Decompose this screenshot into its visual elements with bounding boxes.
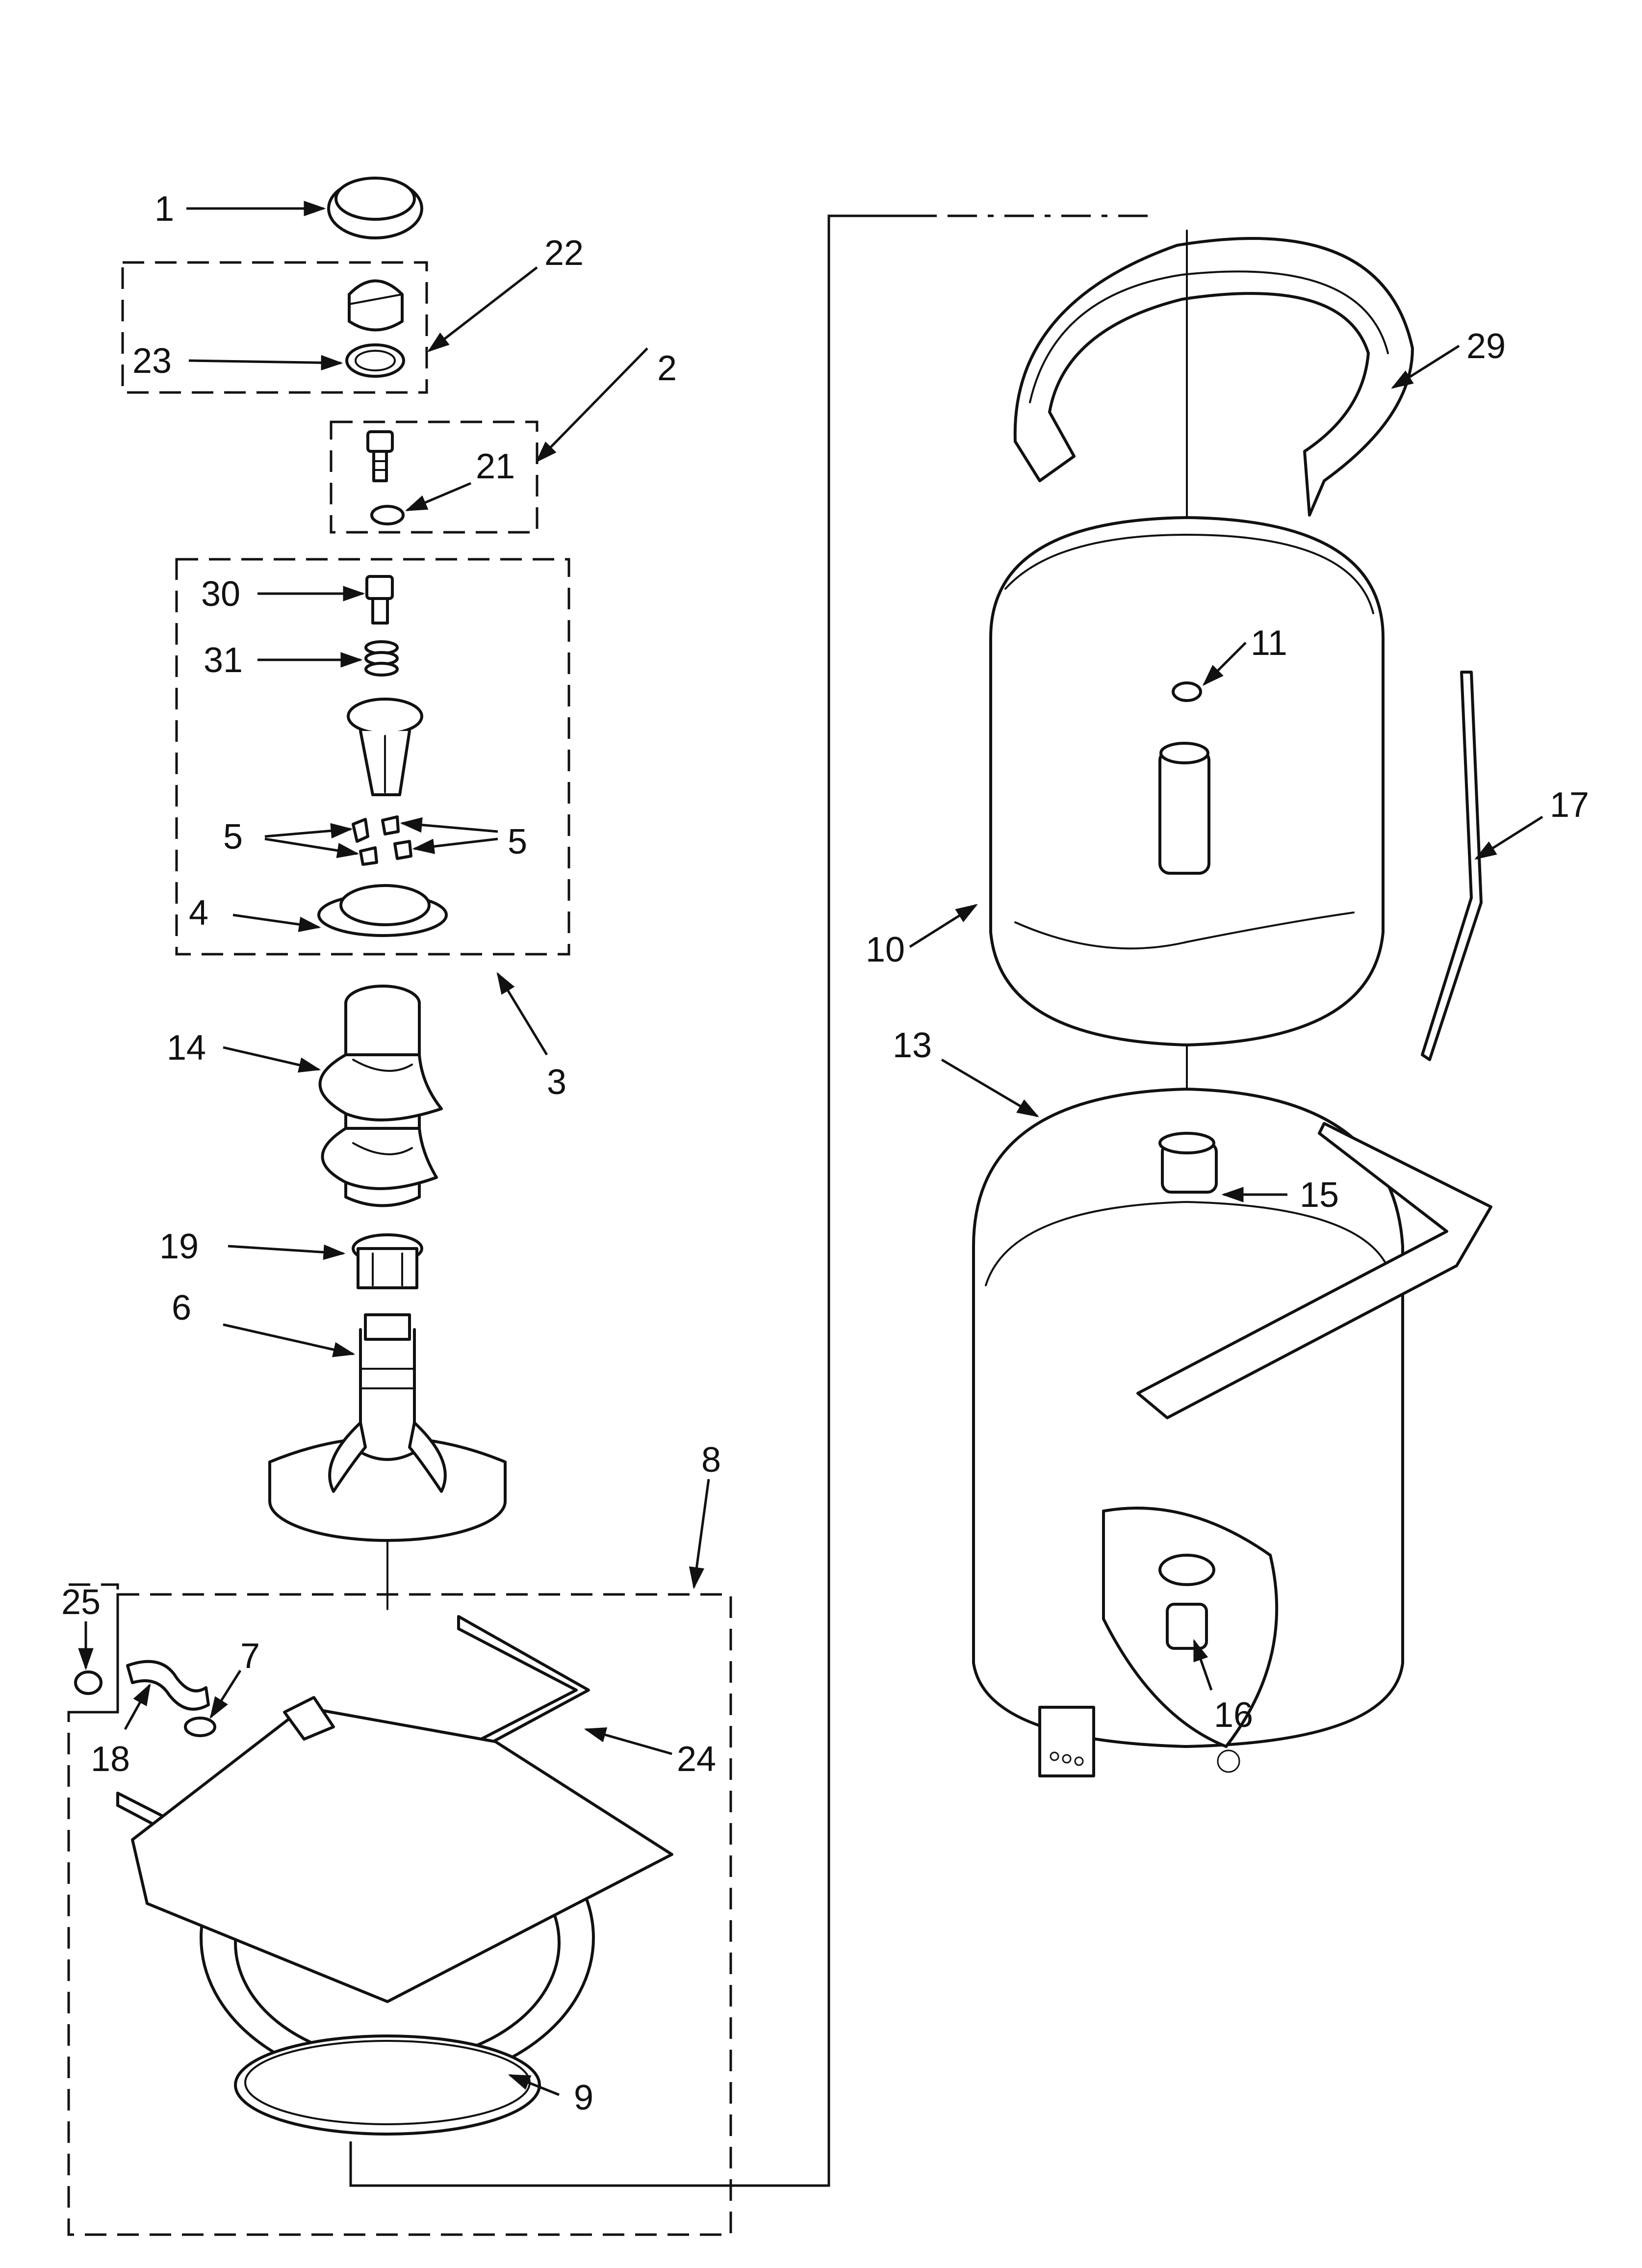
part-9-tub-base — [131, 1696, 673, 2136]
leader-10 — [909, 904, 978, 948]
leader-14 — [223, 1046, 321, 1073]
callout-22: 22 — [544, 234, 584, 273]
callout-15: 15 — [1300, 1175, 1339, 1215]
leader-18 — [124, 1683, 151, 1730]
part-14-auger — [318, 985, 443, 1207]
callout-17: 17 — [1550, 785, 1589, 825]
callout-29: 29 — [1466, 327, 1506, 366]
callout-21: 21 — [476, 447, 515, 486]
callout-23: 23 — [132, 341, 172, 381]
callout-14: 14 — [167, 1028, 206, 1068]
leader-21 — [405, 482, 471, 512]
callout-10: 10 — [866, 930, 905, 969]
callout-13: 13 — [893, 1026, 932, 1065]
leader-4 — [232, 913, 321, 932]
part-22-cap-insert — [348, 279, 404, 332]
leader-5-left-b — [264, 837, 359, 859]
callout-31: 31 — [204, 641, 243, 680]
group-box-3 — [175, 558, 570, 956]
callout-2: 2 — [657, 349, 677, 388]
callout-8: 8 — [701, 1440, 721, 1480]
callout-5-left: 5 — [223, 817, 243, 857]
callout-5-right: 5 — [508, 822, 527, 861]
part-21-washer — [370, 505, 405, 525]
leader-24 — [584, 1727, 672, 1755]
callout-4: 4 — [189, 893, 208, 933]
part-1-agitator-cap — [327, 177, 423, 239]
callout-19: 19 — [159, 1227, 199, 1266]
leader-22 — [427, 266, 538, 352]
callout-30: 30 — [201, 574, 240, 614]
leader-7 — [209, 1669, 242, 1719]
callout-3: 3 — [547, 1063, 566, 1102]
callout-16: 16 — [1214, 1695, 1253, 1735]
part-6-agitator-base — [268, 1313, 507, 1542]
leader-11 — [1202, 642, 1247, 686]
leader-8 — [689, 1479, 710, 1590]
group-box-8 — [67, 1593, 732, 2236]
group-box-2 — [330, 420, 539, 534]
leader-16 — [1193, 1639, 1213, 1691]
callout-1: 1 — [154, 189, 174, 229]
leader-5-right-a — [400, 817, 498, 833]
leader-2 — [535, 347, 648, 463]
group-box-25 — [69, 1583, 119, 1714]
part-3-cam-body — [347, 698, 423, 796]
part-10-spin-basket — [989, 516, 1385, 1046]
leader-23 — [188, 355, 343, 371]
leader-6 — [223, 1323, 356, 1357]
callout-11: 11 — [1251, 624, 1287, 663]
part-25-clamp — [74, 1670, 103, 1695]
part-4-cam-ring — [317, 884, 448, 937]
assembly-connector-line — [349, 214, 937, 2187]
part-7-clamp — [184, 1717, 216, 1737]
leader-5-right-b — [412, 837, 498, 854]
leader-19 — [228, 1244, 346, 1260]
callout-6: 6 — [172, 1288, 191, 1328]
leader-9 — [508, 2074, 560, 2096]
part-30-dog-bearing — [365, 575, 394, 625]
part-5-agitator-dogs — [352, 815, 412, 866]
callout-7: 7 — [240, 1637, 260, 1676]
part-29-balance-ring — [1013, 237, 1414, 517]
part-13-outer-tub — [972, 1088, 1492, 1777]
part-19-drive-bell — [352, 1233, 423, 1289]
callout-9: 9 — [574, 2078, 593, 2117]
part-17-hose — [1421, 671, 1483, 1061]
leader-5-left-a — [264, 823, 353, 839]
part-2-bolt — [366, 430, 394, 482]
leader-13 — [941, 1058, 1039, 1118]
leader-3 — [496, 972, 548, 1056]
group-box-22-23 — [121, 261, 428, 394]
callout-24: 24 — [677, 1740, 716, 1779]
callout-18: 18 — [91, 1740, 130, 1779]
part-23-seal-ring-inner — [355, 350, 396, 371]
leader-17 — [1474, 815, 1543, 860]
part-18-hose — [126, 1660, 210, 1711]
part-31-spring — [364, 640, 399, 677]
leader-29 — [1391, 344, 1460, 389]
callout-25: 25 — [61, 1583, 101, 1622]
